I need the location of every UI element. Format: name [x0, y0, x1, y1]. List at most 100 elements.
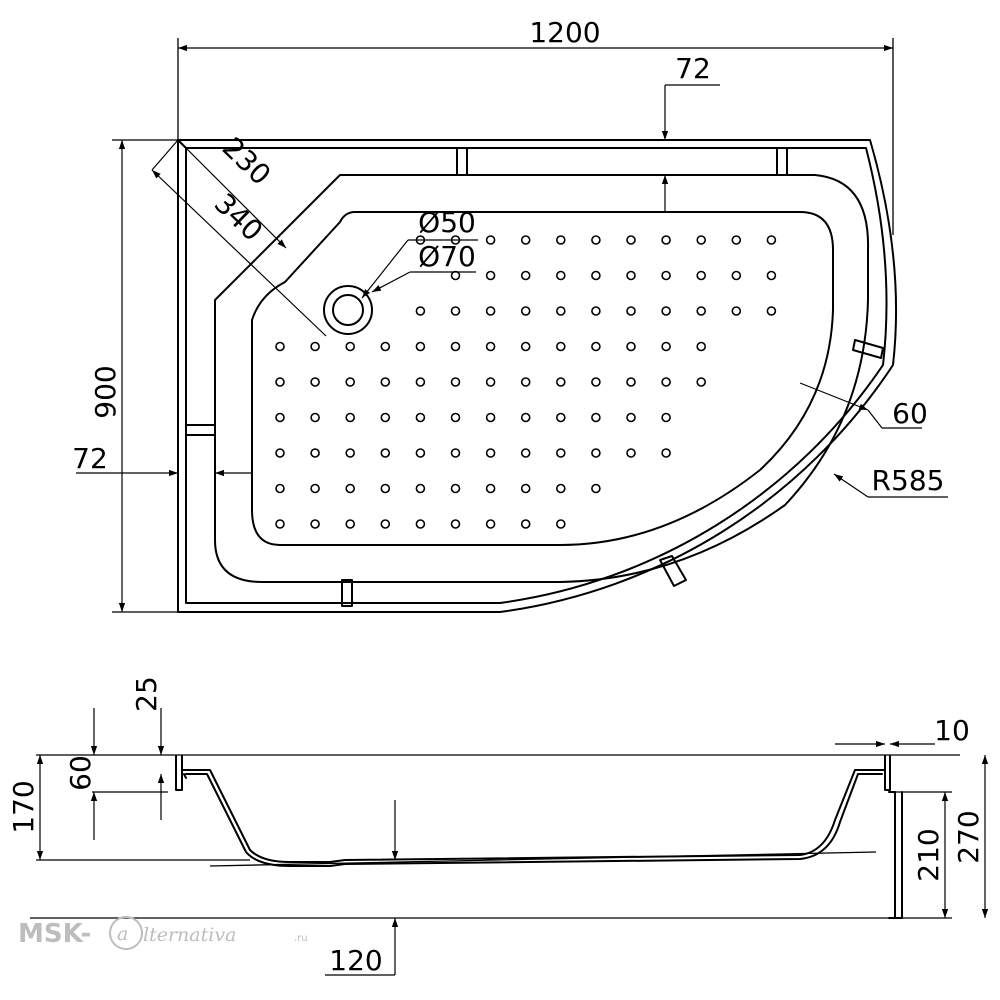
svg-text:MSK-: MSK- — [18, 919, 91, 949]
anti-slip-dot — [555, 519, 566, 529]
anti-slip-dot — [766, 270, 777, 281]
tray-profile — [175, 755, 891, 863]
anti-slip-dot — [310, 519, 320, 529]
anti-slip-dot — [450, 412, 461, 423]
anti-slip-dot — [555, 235, 566, 245]
anti-slip-dot — [485, 483, 496, 494]
anti-slip-dot — [415, 412, 426, 423]
dim-step-label: 25 — [130, 676, 163, 712]
anti-slip-dot — [450, 341, 461, 352]
anti-slip-dot — [380, 483, 391, 494]
anti-slip-dot — [310, 377, 320, 387]
anti-slip-dot — [555, 448, 566, 458]
anti-slip-dot — [626, 377, 636, 387]
anti-slip-dot — [345, 483, 356, 494]
dim-leg-label: 210 — [912, 828, 945, 881]
anti-slip-dot — [661, 306, 671, 316]
dim-clearance-label: 120 — [329, 944, 382, 977]
anti-slip-dot — [591, 270, 601, 281]
basin-outline — [214, 174, 870, 583]
anti-slip-dot — [275, 519, 285, 529]
dim-corner-inner-label: 340 — [208, 187, 269, 248]
anti-slip-dot — [591, 306, 601, 316]
anti-slip-dot — [415, 306, 426, 316]
anti-slip-dot — [310, 483, 320, 494]
anti-slip-dot — [696, 341, 707, 352]
tray-outline-outer — [177, 139, 898, 613]
anti-slip-dot — [310, 412, 320, 423]
anti-slip-dot — [591, 235, 601, 245]
anti-slip-dot — [380, 377, 391, 387]
anti-slip-dot — [626, 448, 636, 458]
anti-slip-dot — [626, 306, 636, 316]
anti-slip-dot — [555, 412, 566, 423]
anti-slip-dot — [520, 270, 531, 281]
dim-depth-label: 900 — [89, 365, 122, 418]
dim-offset-top-label: 72 — [675, 52, 711, 85]
anti-slip-dot — [661, 270, 671, 281]
anti-slip-dot — [520, 448, 531, 458]
anti-slip-dot — [626, 341, 636, 352]
dim-edge-label: 10 — [934, 714, 970, 747]
anti-slip-dot — [415, 519, 426, 529]
anti-slip-dot — [661, 235, 671, 245]
dim-tray-height-label: 170 — [7, 780, 40, 833]
anti-slip-dot — [380, 412, 391, 423]
dim-rim-label: 60 — [892, 397, 928, 430]
anti-slip-dot — [591, 377, 601, 387]
anti-slip-dot — [591, 412, 601, 423]
anti-slip-dot — [626, 270, 636, 281]
anti-slip-dot — [731, 270, 742, 281]
anti-slip-dot — [275, 448, 285, 458]
anti-slip-dot — [520, 483, 531, 494]
svg-text:.ru: .ru — [294, 933, 308, 944]
anti-slip-dot — [661, 412, 671, 423]
anti-slip-dot — [345, 412, 356, 423]
anti-slip-dot — [345, 519, 356, 529]
anti-slip-dot — [415, 341, 426, 352]
anti-slip-dot — [485, 341, 496, 352]
anti-slip-dot — [696, 235, 707, 245]
anti-slip-dot — [485, 519, 496, 529]
anti-slip-dot — [661, 448, 671, 458]
anti-slip-dot — [345, 448, 356, 458]
anti-slip-dot — [345, 377, 356, 387]
anti-slip-dot — [450, 306, 461, 316]
dim-width-label: 1200 — [529, 16, 600, 49]
anti-slip-dot — [485, 448, 496, 458]
anti-slip-dot — [555, 483, 566, 494]
anti-slip-dot — [591, 483, 601, 494]
anti-slip-dot — [450, 448, 461, 458]
anti-slip-dot — [380, 341, 391, 352]
anti-slip-dot — [766, 235, 777, 245]
anti-slip-dot — [450, 483, 461, 494]
anti-slip-dot — [661, 341, 671, 352]
support-tabs — [185, 147, 884, 607]
anti-slip-dot — [485, 377, 496, 387]
anti-slip-dot — [380, 519, 391, 529]
anti-slip-dot — [380, 448, 391, 458]
anti-slip-dot — [415, 448, 426, 458]
svg-text:lternativa: lternativa — [143, 924, 236, 946]
anti-slip-dot — [766, 306, 777, 316]
anti-slip-dot — [415, 377, 426, 387]
anti-slip-dot — [626, 235, 636, 245]
anti-slip-dot — [520, 235, 531, 245]
dim-lip-label: 60 — [64, 755, 97, 791]
anti-slip-dot — [520, 519, 531, 529]
anti-slip-dot — [345, 341, 356, 352]
anti-slip-dot — [696, 306, 707, 316]
anti-slip-dot — [696, 270, 707, 281]
svg-text:a: a — [117, 923, 128, 945]
anti-slip-dot — [485, 412, 496, 423]
side-view: 25 60 170 10 210 270 120 — [7, 676, 989, 977]
anti-slip-dot — [626, 412, 636, 423]
anti-slip-dot — [520, 377, 531, 387]
dim-total-height-label: 270 — [952, 810, 985, 863]
drain — [323, 285, 373, 335]
anti-slip-dot — [485, 306, 496, 316]
tray-inner-profile — [185, 773, 883, 867]
anti-slip-dot — [450, 519, 461, 529]
watermark-logo: MSK- a lternativa .ru — [18, 916, 308, 950]
anti-slip-dot — [485, 235, 496, 245]
